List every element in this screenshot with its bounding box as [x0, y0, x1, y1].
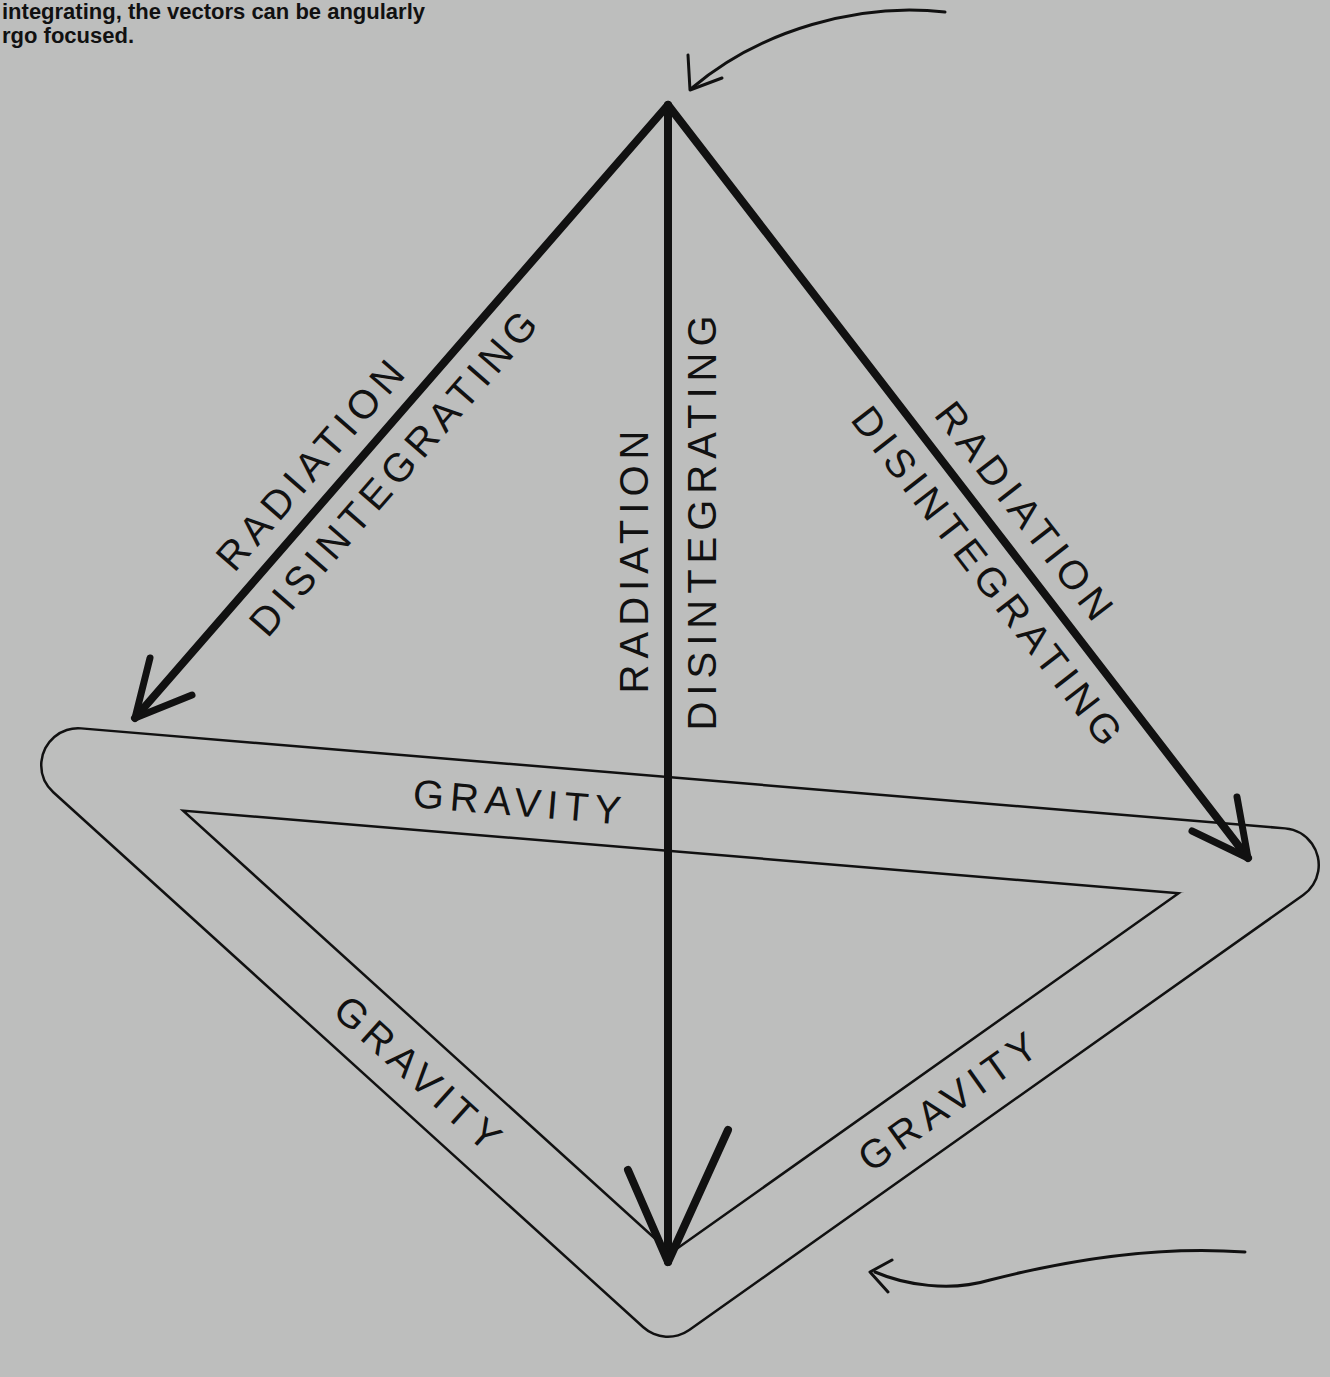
gravity-label: GRAVITY: [411, 773, 628, 831]
pointer-line: [875, 1250, 1245, 1286]
arrowhead: [135, 658, 192, 718]
radiation-vector: [664, 105, 672, 1262]
radiation-vector: [135, 105, 668, 718]
arrowhead: [870, 1260, 892, 1292]
gravity-band-inside: [78, 765, 1282, 1300]
arrowhead: [688, 55, 722, 90]
gravity-label: GRAVITY: [851, 1022, 1049, 1179]
pointer-line: [692, 10, 945, 88]
gravity-band-outline: [78, 765, 1282, 1300]
gravity-label: GRAVITY: [327, 988, 513, 1162]
radiation-vector: [668, 105, 1248, 858]
arrowhead: [1192, 797, 1248, 858]
vector-label: DISINTEGRATING: [682, 310, 722, 731]
note-text: rgo focused.: [2, 24, 134, 48]
vector-label: RADIATION: [614, 424, 654, 693]
arrowhead: [628, 1130, 728, 1262]
note-text: integrating, the vectors can be angularl…: [2, 0, 425, 24]
